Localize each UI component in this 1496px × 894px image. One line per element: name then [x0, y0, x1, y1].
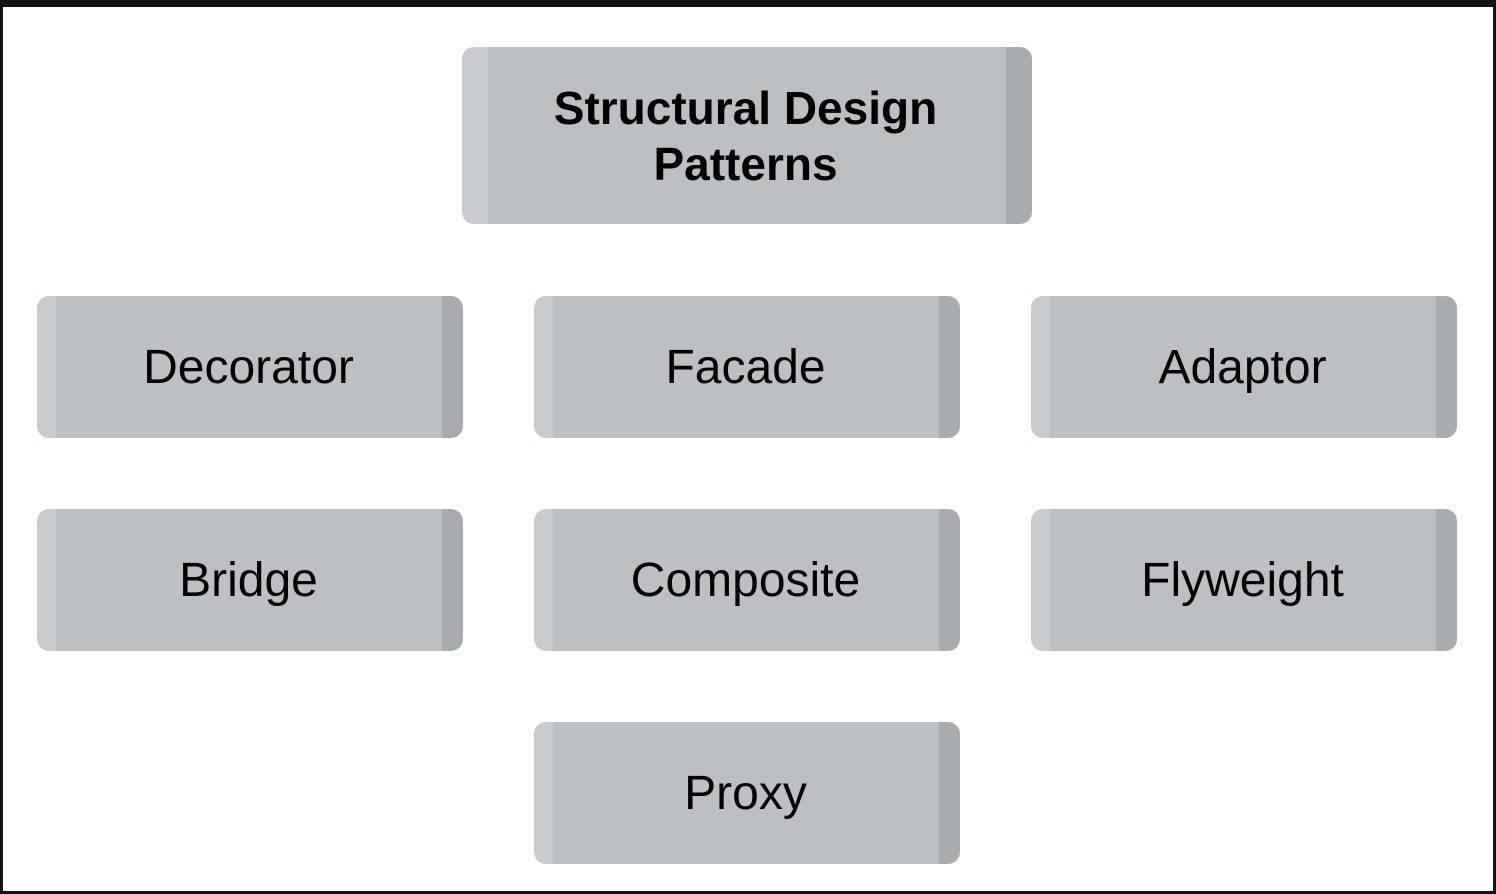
pattern-node-label: Facade: [665, 340, 826, 394]
pattern-node-label: Composite: [630, 553, 861, 607]
pattern-node-label: Flyweight: [1141, 553, 1344, 607]
pattern-node-adaptor: Adaptor: [1031, 296, 1457, 438]
root-node-label: Structural Design Patterns: [553, 81, 938, 190]
pattern-node-flyweight: Flyweight: [1031, 509, 1457, 651]
pattern-node-bridge: Bridge: [37, 509, 463, 651]
root-node-structural-design-patterns: Structural Design Patterns: [462, 47, 1032, 224]
pattern-node-label: Bridge: [179, 553, 318, 607]
pattern-node-decorator: Decorator: [37, 296, 463, 438]
pattern-node-label: Proxy: [684, 766, 807, 820]
pattern-node-label: Adaptor: [1158, 340, 1327, 394]
pattern-node-composite: Composite: [534, 509, 960, 651]
pattern-node-facade: Facade: [534, 296, 960, 438]
pattern-node-proxy: Proxy: [534, 722, 960, 864]
pattern-node-label: Decorator: [143, 340, 354, 394]
